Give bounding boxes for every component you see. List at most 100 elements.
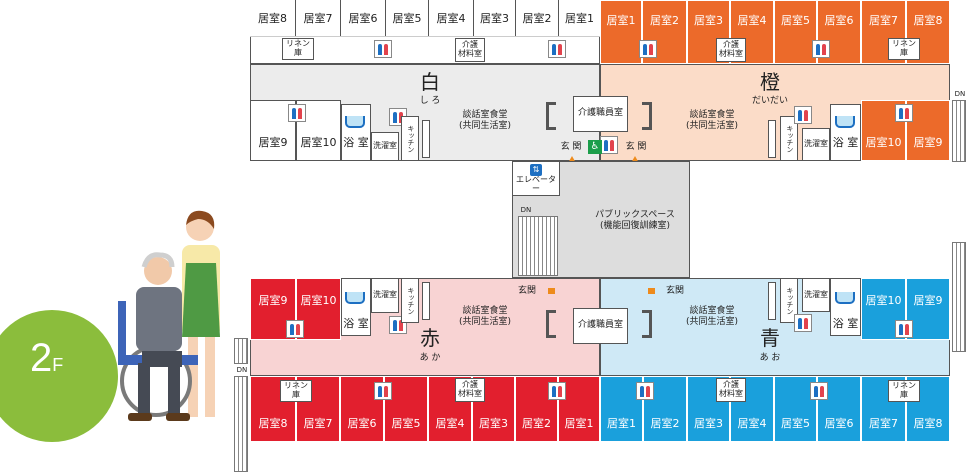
room-mid-right-9[interactable]: 居室9 [906,100,950,161]
elevator-icon: ⇅ [530,163,542,176]
unit-reading-shiro: し ろ [419,96,441,106]
dn-label: DN [236,366,248,374]
elderly-hair [141,252,175,268]
kitchen-shiro[interactable]: キッチン [401,116,419,161]
elderly-shoe [166,413,190,421]
bracket [546,102,556,130]
dining-ao: 談話室食堂(共同生活室) [685,306,739,328]
bath-shiro[interactable]: 浴 室 [341,104,371,161]
bathtub-icon [345,116,365,128]
kitchen-aka[interactable]: キッチン [401,278,419,323]
bathtub-icon [345,292,365,304]
room-mid-left-10[interactable]: 居室10 [296,100,341,161]
linen-room-bottom-right: リネン庫 [888,380,920,402]
elderly-shoe [128,413,152,421]
unit-reading-ao: あ お [759,353,781,363]
entrance-marker [631,156,639,163]
counter [768,282,776,320]
room-bot-right-5[interactable]: 居室5 [774,376,817,442]
entrance-marker [568,156,576,163]
room-top-right-1[interactable]: 居室1 [600,0,642,64]
unit-name-ao: 青 [760,326,780,350]
laundry-ao[interactable]: 洗濯室 [802,278,830,312]
linen-room-bottom-left: リネン庫 [280,380,312,402]
bracket [642,102,652,130]
linen-room-top-left: リネン庫 [282,38,314,60]
bracket [642,310,652,338]
dining-aka: 談話室食堂(共同生活室) [458,306,512,328]
care-supply-room-bottom-left: 介護材料室 [455,378,485,402]
care-supply-room-top-right: 介護材料室 [716,38,746,62]
care-supply-room-top-left: 介護材料室 [455,38,485,62]
room-top-left-6[interactable]: 居室6 [340,0,385,36]
restroom-icon [810,382,828,400]
laundry-aka[interactable]: 洗濯室 [371,278,399,313]
room-top-right-6[interactable]: 居室6 [817,0,861,64]
kitchen-dai[interactable]: キッチン [780,116,798,161]
elevator[interactable]: ⇅ エレベーター [512,161,560,196]
accessible-toilet-icon: ♿ [588,140,602,154]
floor-number: 2F [30,336,64,380]
counter [768,120,776,158]
entrance-label: 玄 関 [625,142,647,152]
restroom-icon [374,40,392,58]
elderly-body [136,287,182,351]
restroom-icon [794,314,812,332]
room-top-left-4[interactable]: 居室4 [428,0,473,36]
entrance-label: 玄 関 [560,142,582,152]
unit-name-dai: 橙 [760,70,780,94]
bracket [546,310,556,338]
wheelchair-back [118,301,126,361]
room-top-left-7[interactable]: 居室7 [295,0,340,36]
dn-label: DN [954,90,966,98]
room-top-left-5[interactable]: 居室5 [385,0,428,36]
unit-name-shiro: 白 [420,70,440,94]
bath-ao[interactable]: 浴 室 [830,278,861,336]
room-low-right-9[interactable]: 居室9 [906,278,950,340]
dn-label: DN [520,206,532,214]
unit-reading-aka: あ か [419,353,441,363]
room-bot-right-2[interactable]: 居室2 [643,376,687,442]
caregiver-illustration [118,210,220,421]
unit-name-aka: 赤 [420,326,440,350]
kitchen-ao[interactable]: キッチン [780,278,798,323]
room-top-right-2[interactable]: 居室2 [642,0,687,64]
room-top-right-5[interactable]: 居室5 [774,0,817,64]
restroom-icon [374,382,392,400]
elderly-shin [138,363,150,415]
unit-reading-dai: だいだい [751,96,788,106]
room-bot-right-1[interactable]: 居室1 [600,376,643,442]
restroom-icon [639,40,657,58]
room-mid-right-10[interactable]: 居室10 [861,100,906,161]
caregiver-apron [182,263,220,337]
caregiver-hair [186,210,215,229]
caregiver-leg [188,337,198,417]
laundry-shiro[interactable]: 洗濯室 [371,132,399,161]
elderly-shin [168,363,180,415]
room-bot-left-4[interactable]: 居室4 [428,376,472,442]
bath-aka[interactable]: 浴 室 [341,278,371,336]
restroom-icon [895,104,913,122]
stairs-top-right [952,100,966,162]
caregiver-leg [205,337,215,417]
entrance-label: 玄関 [517,286,536,296]
laundry-dai[interactable]: 洗濯室 [802,128,830,161]
restroom-icon [812,40,830,58]
care-supply-room-bottom-right: 介護材料室 [716,378,746,402]
entrance-marker [548,288,555,294]
entrance-label: 玄関 [665,286,684,296]
bath-dai[interactable]: 浴 室 [830,104,861,161]
linen-room-top-right: リネン庫 [888,38,920,60]
restroom-icon [895,320,913,338]
room-top-left-2[interactable]: 居室2 [515,0,558,36]
entrance-marker [648,288,655,294]
restroom-icon [548,382,566,400]
room-top-left-1[interactable]: 居室1 [558,0,600,36]
room-top-left-3[interactable]: 居室3 [473,0,515,36]
restroom-icon [288,104,306,122]
dining-shiro: 談話室食堂(共同生活室) [458,110,512,132]
staff-room-bottom[interactable]: 介護職員室 [573,308,628,344]
staff-room-top[interactable]: 介護職員室 [573,96,628,132]
restroom-icon [636,382,654,400]
room-top-left-8[interactable]: 居室8 [250,0,295,36]
